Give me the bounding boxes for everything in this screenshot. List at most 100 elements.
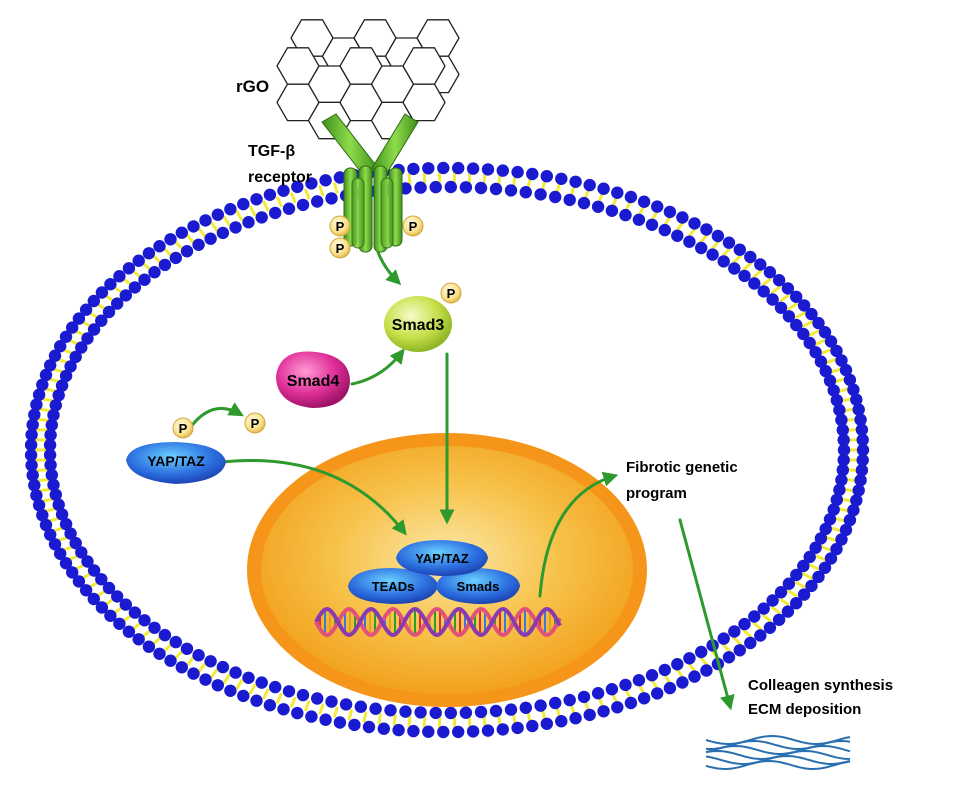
lipid-head (663, 205, 677, 219)
lipid-head (44, 528, 57, 541)
lipid-head (44, 428, 57, 442)
smad4-label: Smad4 (287, 373, 340, 390)
lipid-head (52, 389, 65, 402)
lipid-head (325, 192, 338, 205)
smad3-phosphate: P (440, 282, 462, 304)
lipid-head (836, 423, 849, 437)
lipid-tail (467, 716, 472, 728)
collagen-fiber (705, 754, 851, 765)
lipid-head (282, 202, 296, 215)
lipid-head (504, 184, 518, 197)
dna-double-helix (314, 607, 562, 637)
lipid-head (113, 617, 126, 630)
lipid-tail (497, 714, 502, 726)
lipid-tail (482, 173, 487, 185)
lipid-tail (721, 247, 732, 258)
lipid-head (663, 681, 677, 695)
lipid-tail (699, 233, 709, 244)
lipid-head (854, 413, 867, 426)
lipid-head (192, 238, 205, 251)
lipid-head (658, 223, 671, 237)
lipid-head (569, 712, 582, 725)
collagen-fiber (705, 744, 851, 755)
lipid-head (64, 360, 77, 373)
lipid-head (809, 541, 822, 554)
lipid-head (59, 330, 73, 343)
lipid-head (104, 609, 117, 622)
lipid-head (45, 418, 58, 432)
lipid-head (55, 379, 69, 392)
lipid-head (481, 163, 495, 176)
fibrotic-label-line1: Fibrotic genetic (626, 459, 738, 476)
lipid-head (66, 321, 79, 334)
lipid-head (534, 699, 547, 712)
lipid-tail (197, 227, 207, 238)
lipid-head (790, 290, 803, 303)
lipid-head (199, 214, 212, 227)
lipid-tail (377, 713, 383, 725)
lipid-head (66, 566, 79, 579)
lipid-head (164, 654, 177, 667)
lipid-head (87, 294, 101, 308)
lipid-tail (814, 554, 826, 562)
lipid-head (325, 695, 338, 708)
lipid-tail (235, 210, 244, 222)
arrow-dephosphorylation (188, 402, 244, 430)
lipid-head (855, 423, 869, 436)
lipid-head (797, 559, 810, 573)
lipid-head (69, 536, 82, 550)
lipid-head (102, 581, 116, 595)
lipid-head (187, 667, 200, 680)
lipid-tail (761, 613, 773, 623)
smad3-label: Smad3 (392, 317, 445, 334)
lipid-head (836, 463, 849, 477)
lipid-head (754, 258, 767, 271)
lipid-head (52, 498, 65, 511)
tgf-beta-receptor (321, 113, 419, 253)
lipid-head (717, 255, 730, 268)
receptor-phosphate-2: P (329, 237, 351, 259)
lipid-head (833, 403, 846, 417)
lipid-head (526, 167, 539, 181)
lipid-tail (222, 215, 231, 227)
lipid-tail (732, 635, 743, 646)
yaptaz-cyto-label: YAP/TAZ (147, 453, 205, 469)
lipid-head (26, 418, 39, 431)
lipid-head (36, 509, 49, 522)
lipid-head (199, 673, 212, 686)
lipid-head (591, 687, 605, 700)
arrow-smad4-to-smad3 (350, 348, 405, 386)
lipid-head (772, 274, 786, 287)
lipid-head (835, 473, 848, 487)
lipid-head (95, 286, 109, 299)
lipid-head (95, 601, 109, 614)
lipid-head (843, 373, 857, 387)
lipid-tail (482, 715, 487, 727)
lipid-tail (830, 526, 842, 533)
lipid-head (255, 211, 268, 224)
lipid-tail (162, 247, 173, 258)
smads-protein: Smads (436, 568, 520, 604)
lipid-head (224, 684, 237, 697)
lipid-head (856, 453, 869, 467)
arrow-receptor-to-smad3 (376, 250, 402, 286)
lipid-head (44, 458, 57, 472)
lipid-head (452, 725, 465, 739)
lipid-head (763, 266, 777, 279)
lipid-head (43, 448, 57, 462)
lipid-head (39, 368, 53, 382)
lipid-tail (699, 656, 709, 667)
lipid-head (683, 652, 696, 665)
lipid-tail (37, 478, 49, 483)
lipid-head (32, 499, 46, 512)
lipid-head (852, 403, 865, 416)
lipid-tail (808, 329, 820, 337)
lipid-tail (761, 277, 773, 287)
lipid-tail (794, 311, 806, 320)
lipid-head (158, 258, 172, 272)
lipid-head (695, 241, 708, 255)
lipid-head (377, 722, 390, 735)
lipid-head (757, 285, 770, 298)
lipid-head (333, 716, 347, 729)
lipid-tail (808, 563, 820, 571)
